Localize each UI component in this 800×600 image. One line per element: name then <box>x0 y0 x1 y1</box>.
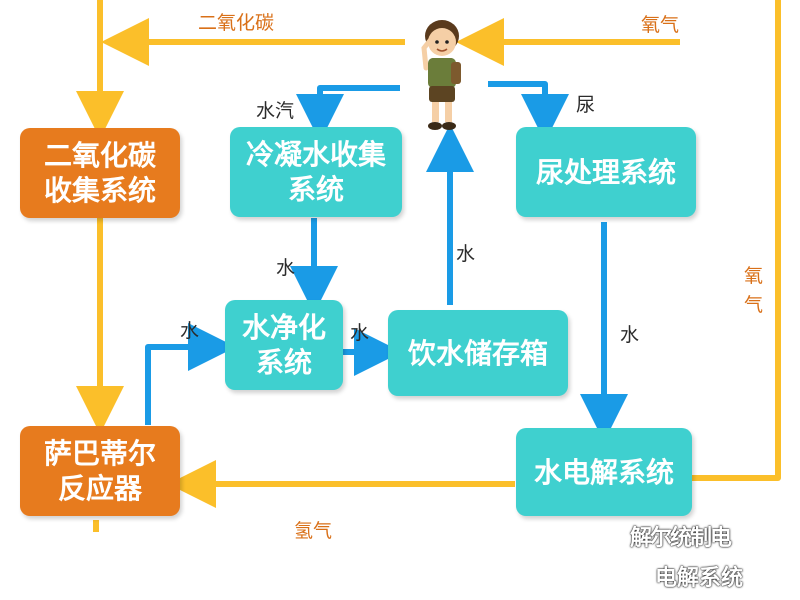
vapor-line <box>296 85 400 142</box>
water-electrolysis-label: 水电解系统 <box>533 455 674 489</box>
sabatier-reactor-label: 萨巴蒂尔 反应器 <box>43 437 156 505</box>
water-condense-down-label: 水 <box>276 257 296 279</box>
water-purify-to-storage-label: 水 <box>350 322 370 344</box>
water-urine-down-label: 水 <box>620 324 640 346</box>
co2-top-label: 二氧化碳 <box>198 12 275 34</box>
condensate-collection-node: 冷凝水收集 系统 <box>230 127 402 217</box>
overlay-text-1: 解尔统制电 <box>630 526 732 551</box>
urine-label: 尿 <box>576 94 596 116</box>
sabatier-reactor-node: 萨巴蒂尔 反应器 <box>20 426 180 516</box>
vapor-label: 水汽 <box>256 100 295 122</box>
water-to-purify-label: 水 <box>180 320 200 342</box>
sabatier-to-purify <box>145 323 236 425</box>
water-purification-label: 水净化 系统 <box>241 311 326 379</box>
urine-processing-node: 尿处理系统 <box>516 127 696 217</box>
co2-collection-system-node: 二氧化碳 收集系统 <box>20 128 180 218</box>
water-purification-node: 水净化 系统 <box>225 300 343 390</box>
oxygen-top-label: 氧气 <box>641 14 680 36</box>
overlay-text-2: 电解系统 <box>655 566 744 591</box>
oxygen-right-line <box>690 0 781 481</box>
condensate-collection-label: 冷凝水收集 系统 <box>245 138 386 206</box>
urine-processing-label: 尿处理系统 <box>535 155 676 189</box>
urine-line <box>488 81 569 142</box>
astronaut-boy-icon <box>421 20 461 130</box>
water-storage-tank-label: 饮水储存箱 <box>407 336 548 370</box>
co2-collection-system-label: 二氧化碳 收集系统 <box>43 139 156 207</box>
water-storage-tank-node: 饮水储存箱 <box>388 310 568 396</box>
water-storage-up-label: 水 <box>456 243 476 265</box>
water-electrolysis-node: 水电解系统 <box>516 428 692 516</box>
hydrogen-label: 氢气 <box>294 520 333 542</box>
oxygen-right-label: 氧 气 <box>744 265 764 317</box>
